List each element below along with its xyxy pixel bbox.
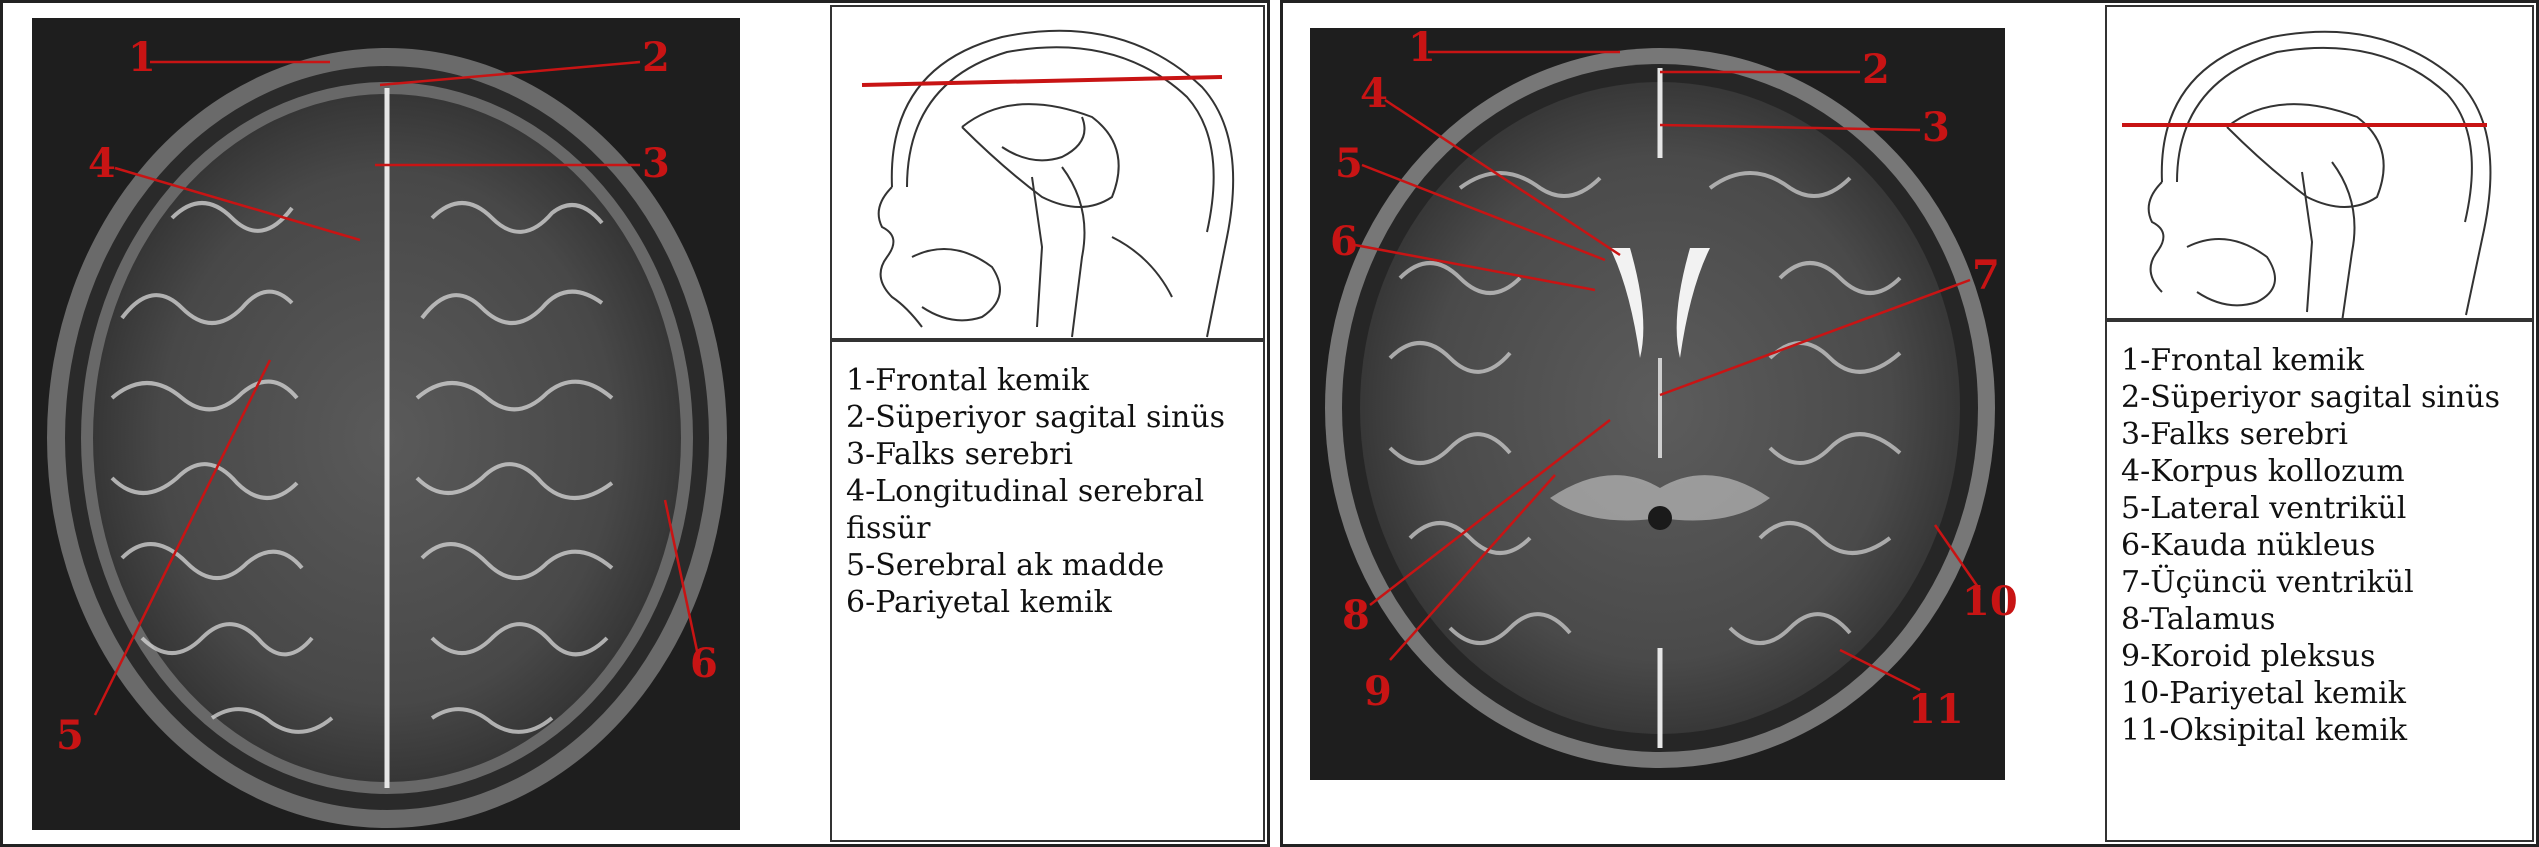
right-legend-item-8: 8-Talamus [2121, 601, 2518, 638]
right-legend-item-7: 7-Üçüncü ventrikül [2121, 564, 2518, 601]
right-legend-item-5: 5-Lateral ventrikül [2121, 490, 2518, 527]
right-sagittal-sketch [2105, 5, 2534, 320]
right-label-1: 1 [1408, 24, 1436, 71]
right-label-8: 8 [1342, 592, 1370, 639]
left-label-3: 3 [642, 140, 670, 187]
right-label-3: 3 [1922, 104, 1950, 151]
left-legend-item-2: 2-Süperiyor sagital sinüs [846, 399, 1249, 436]
right-legend-item-4: 4-Korpus kollozum [2121, 453, 2518, 490]
left-legend-item-4: 4-Longitudinal serebral fissür [846, 473, 1249, 547]
left-legend-list: 1-Frontal kemik 2-Süperiyor sagital sinü… [846, 362, 1249, 621]
right-label-2: 2 [1862, 46, 1890, 93]
right-legend-item-9: 9-Koroid pleksus [2121, 638, 2518, 675]
left-label-1: 1 [128, 34, 156, 81]
right-label-4: 4 [1360, 70, 1388, 117]
left-sagittal-sketch [830, 5, 1265, 340]
left-figure-panel: 1 2 3 4 5 6 1-Frontal kemik 2-Süperiyor … [0, 0, 1270, 847]
left-legend-item-6: 6-Pariyetal kemik [846, 584, 1249, 621]
left-label-2: 2 [642, 34, 670, 81]
right-label-9: 9 [1364, 668, 1392, 715]
left-legend-item-1: 1-Frontal kemik [846, 362, 1249, 399]
left-label-6: 6 [690, 640, 718, 687]
left-head-sketch-icon [832, 7, 1263, 338]
right-legend-item-1: 1-Frontal kemik [2121, 342, 2518, 379]
right-label-10: 10 [1962, 578, 2018, 625]
right-figure-panel: 1 2 3 4 5 6 7 8 9 10 11 1-Frontal kemik … [1280, 0, 2539, 847]
right-legend-item-6: 6-Kauda nükleus [2121, 527, 2518, 564]
right-head-sketch-icon [2107, 7, 2532, 318]
left-label-5: 5 [56, 712, 84, 759]
right-legend-item-11: 11-Oksipital kemik [2121, 712, 2518, 749]
left-legend-item-3: 3-Falks serebri [846, 436, 1249, 473]
right-legend-item-3: 3-Falks serebri [2121, 416, 2518, 453]
right-legend: 1-Frontal kemik 2-Süperiyor sagital sinü… [2105, 320, 2534, 842]
left-legend: 1-Frontal kemik 2-Süperiyor sagital sinü… [830, 340, 1265, 842]
right-legend-item-10: 10-Pariyetal kemik [2121, 675, 2518, 712]
right-label-11: 11 [1908, 686, 1964, 733]
right-label-5: 5 [1335, 140, 1363, 187]
left-legend-item-5: 5-Serebral ak madde [846, 547, 1249, 584]
right-label-7: 7 [1972, 252, 2000, 299]
right-legend-item-2: 2-Süperiyor sagital sinüs [2121, 379, 2518, 416]
left-label-4: 4 [88, 140, 116, 187]
right-label-6: 6 [1330, 218, 1358, 265]
right-legend-list: 1-Frontal kemik 2-Süperiyor sagital sinü… [2121, 342, 2518, 749]
